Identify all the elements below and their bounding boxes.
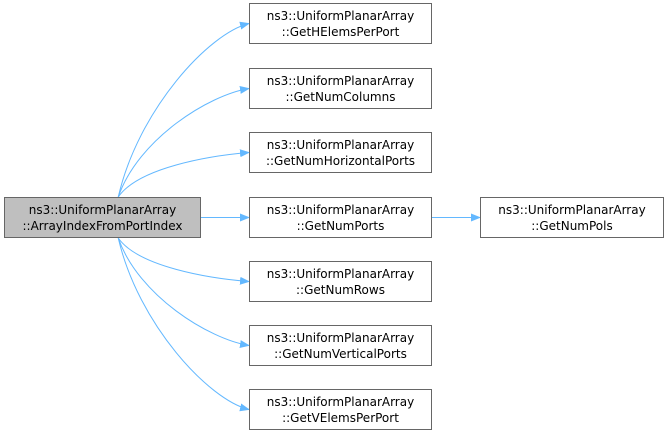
node-function: ::GetNumHorizontalPorts	[265, 153, 416, 168]
node-function: ::GetNumPols	[531, 218, 613, 233]
root-node-namespace: ns3::UniformPlanarArray	[28, 202, 177, 217]
node-namespace: ns3::UniformPlanarArray	[266, 202, 415, 217]
callee-node-get-num-ports[interactable]: ns3::UniformPlanarArray ::GetNumPorts	[249, 197, 432, 238]
edge-root-to-n3	[117, 149, 250, 198]
node-function: ::GetNumPorts	[296, 218, 385, 233]
callee-node-get-h-elems-per-port[interactable]: ns3::UniformPlanarArray ::GetHElemsPerPo…	[249, 3, 432, 44]
callee-node-get-num-columns[interactable]: ns3::UniformPlanarArray ::GetNumColumns	[249, 68, 432, 109]
edge-root-to-n7	[117, 237, 250, 412]
root-function-node: ns3::UniformPlanarArray ::ArrayIndexFrom…	[4, 197, 201, 238]
node-function: ::GetVElemsPerPort	[282, 410, 399, 425]
callee-node-get-v-elems-per-port[interactable]: ns3::UniformPlanarArray ::GetVElemsPerPo…	[249, 389, 432, 430]
node-function: ::GetNumRows	[296, 282, 385, 297]
node-namespace: ns3::UniformPlanarArray	[266, 73, 415, 88]
callee-node-get-num-pols[interactable]: ns3::UniformPlanarArray ::GetNumPols	[480, 197, 664, 238]
root-node-function: ::ArrayIndexFromPortIndex	[22, 218, 183, 233]
node-function: ::GetNumVerticalPorts	[274, 346, 407, 361]
edge-root-to-n5	[117, 237, 250, 285]
node-namespace: ns3::UniformPlanarArray	[266, 330, 415, 345]
callee-node-get-num-horizontal-ports[interactable]: ns3::UniformPlanarArray ::GetNumHorizont…	[249, 132, 432, 173]
edge-root-to-n6	[117, 237, 250, 349]
node-function: ::GetHElemsPerPort	[281, 24, 400, 39]
node-function: ::GetNumColumns	[285, 89, 396, 104]
edge-root-to-n2	[117, 85, 250, 198]
node-namespace: ns3::UniformPlanarArray	[498, 202, 646, 217]
edge-root-to-n1	[117, 21, 250, 198]
node-namespace: ns3::UniformPlanarArray	[266, 8, 415, 23]
node-namespace: ns3::UniformPlanarArray	[266, 394, 415, 409]
node-namespace: ns3::UniformPlanarArray	[266, 266, 415, 281]
node-namespace: ns3::UniformPlanarArray	[266, 137, 415, 152]
callee-node-get-num-vertical-ports[interactable]: ns3::UniformPlanarArray ::GetNumVertical…	[249, 325, 432, 366]
callee-node-get-num-rows[interactable]: ns3::UniformPlanarArray ::GetNumRows	[249, 261, 432, 302]
